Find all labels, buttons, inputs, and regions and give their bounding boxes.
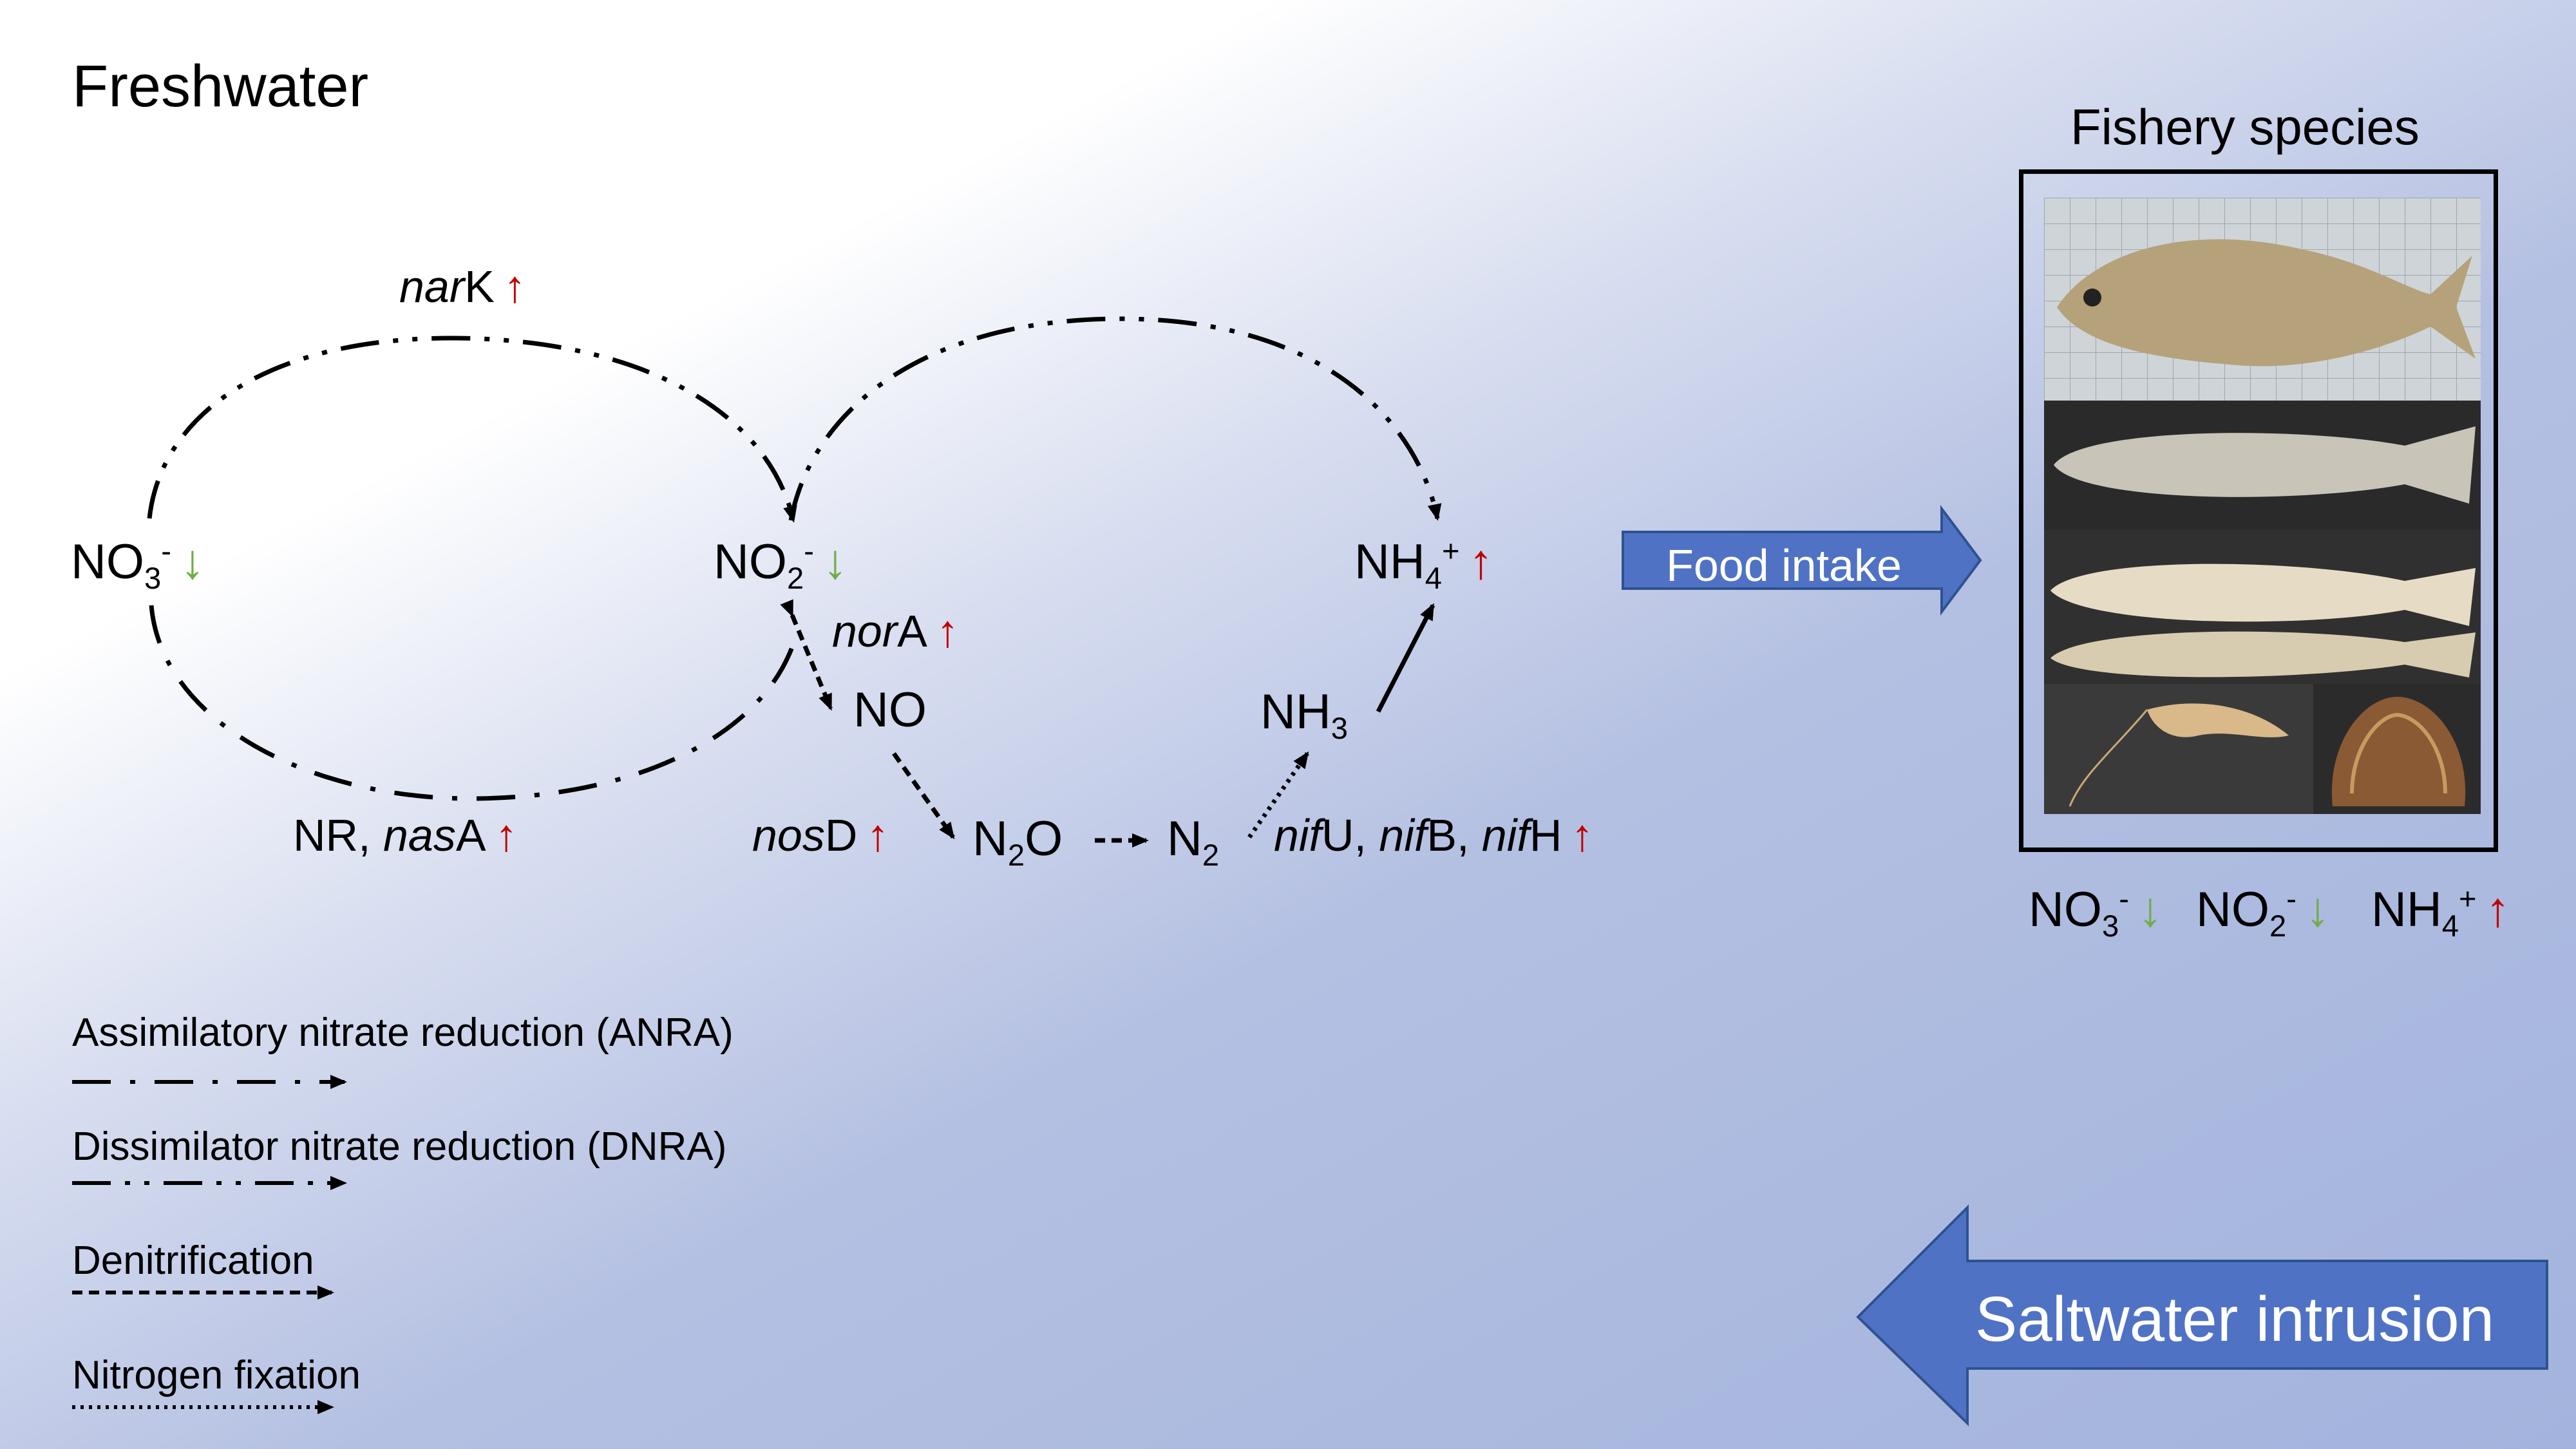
saltwater-arrow	[1856, 1204, 2548, 1426]
node-no: NO	[853, 683, 927, 737]
no2-no-arrow	[780, 599, 833, 711]
legend-fixation: Nitrogen fixation	[72, 1353, 361, 1397]
gene-nasa: NR, nasA↑	[293, 810, 518, 860]
fishery-no3: NO3-↓	[2029, 881, 2163, 943]
fishery-nh4: NH4+↑	[2371, 881, 2510, 943]
gene-nark: narK↑	[399, 261, 526, 312]
gene-nora: norA↑	[832, 606, 959, 656]
loach-photo-2	[2044, 529, 2481, 684]
legend-denitrification: Denitrification	[72, 1238, 314, 1283]
n2-nh3-arrow	[1247, 751, 1309, 838]
node-no3: NO3-↓	[71, 533, 205, 596]
node-n2: N2	[1167, 811, 1220, 873]
node-no2: NO2-↓	[714, 533, 848, 596]
nark-arc	[147, 336, 797, 523]
bream-photo	[2044, 198, 2481, 401]
shrimp-photo	[2044, 684, 2313, 814]
loach-photo-1	[2044, 401, 2481, 529]
legend-anra: Assimilatory nitrate reduction (ANRA)	[72, 1010, 734, 1055]
clam-photo	[2313, 684, 2481, 814]
fishery-no2: NO2-↓	[2196, 881, 2330, 943]
no2-nh4-arc	[788, 316, 1442, 521]
node-nh4: NH4+↑	[1354, 533, 1493, 596]
nh3-nh4-arrow	[1376, 603, 1435, 713]
panel-title: Freshwater	[72, 53, 369, 119]
fishery-title: Fishery species	[2070, 99, 2420, 155]
saltwater-label: Saltwater intrusion	[1975, 1283, 2495, 1354]
food-intake-label: Food intake	[1666, 540, 1902, 591]
node-nh3: NH3	[1260, 685, 1348, 746]
fishery-photo-frame	[2019, 169, 2498, 852]
legend-dnra: Dissimilator nitrate reduction (DNRA)	[72, 1124, 727, 1169]
no-n2o-arrow	[892, 752, 955, 840]
food-intake-arrow	[1622, 505, 1982, 616]
gene-nosd: nosD↑	[752, 810, 889, 860]
anra-arc	[149, 605, 798, 801]
gene-nif: nifU, nifB, nifH↑	[1274, 810, 1594, 860]
node-n2o: N2O	[972, 811, 1063, 873]
